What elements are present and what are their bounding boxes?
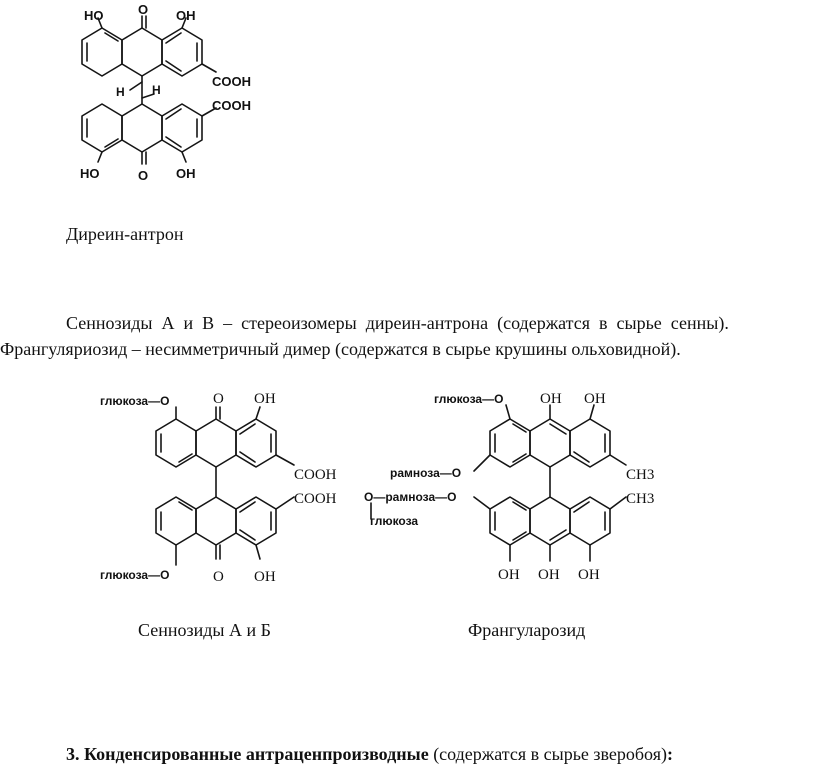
frangularoside-label: OH — [538, 567, 560, 583]
sennosides-structure: глюкоза—O O OH COOH COOH глюкоза—O O OH — [100, 385, 360, 595]
frangularoside-label: CH3 — [626, 467, 654, 483]
dirhein-label: COOH — [212, 98, 251, 113]
sennosides-label: O — [213, 569, 224, 585]
frangularoside-structure: глюкоза—O OH OH рамноза—O CH3 O—рамноза—… — [364, 385, 684, 595]
frangularoside-label: глюкоза—O — [434, 392, 503, 406]
frangularoside-label: OH — [584, 391, 606, 407]
section-heading-bold: 3. Конденсированные антраценпроизводные — [66, 744, 429, 764]
dirhein-anthrone-structure: HO O OH COOH H H COOH HO O OH — [60, 0, 260, 190]
sennosides-caption: Сеннозиды А и Б — [138, 620, 271, 640]
sennosides-label: глюкоза—O — [100, 568, 169, 582]
dirhein-label: HO — [84, 8, 104, 23]
sennosides-label: OH — [254, 391, 276, 407]
frangularoside-label: O—рамноза—O — [364, 490, 456, 504]
dirhein-label: OH — [176, 166, 196, 181]
frangularoside-label: глюкоза — [370, 514, 418, 528]
frangularoside-label: OH — [578, 567, 600, 583]
paragraph-line-1: Сеннозиды А и В – стереоизомеры диреин-а… — [66, 313, 729, 333]
dirhein-caption: Диреин-антрон — [66, 224, 184, 244]
dirhein-label: HO — [80, 166, 100, 181]
dirhein-label: O — [138, 168, 148, 183]
dirhein-label: OH — [176, 8, 196, 23]
sennosides-label: COOH — [294, 491, 337, 507]
frangularoside-caption: Франгуларозид — [468, 620, 586, 640]
dirhein-label: H — [116, 85, 125, 99]
dirhein-label: H — [152, 83, 161, 97]
sennosides-label: OH — [254, 569, 276, 585]
frangularoside-label: CH3 — [626, 491, 654, 507]
sennosides-label: COOH — [294, 467, 337, 483]
sennosides-label: O — [213, 391, 224, 407]
section-heading-note: (содержатся в сырье зверобоя) — [428, 744, 667, 764]
dirhein-label: O — [138, 2, 148, 17]
frangularoside-label: OH — [498, 567, 520, 583]
sennosides-label: глюкоза—O — [100, 394, 169, 408]
paragraph-line-2: Франгуляриозид – несимметричный димер (с… — [0, 339, 681, 359]
frangularoside-label: рамноза—O — [390, 466, 461, 480]
section-heading: 3. Конденсированные антраценпроизводные … — [66, 744, 673, 765]
section-heading-colon: : — [666, 744, 673, 764]
dirhein-label: COOH — [212, 74, 251, 89]
frangularoside-label: OH — [540, 391, 562, 407]
